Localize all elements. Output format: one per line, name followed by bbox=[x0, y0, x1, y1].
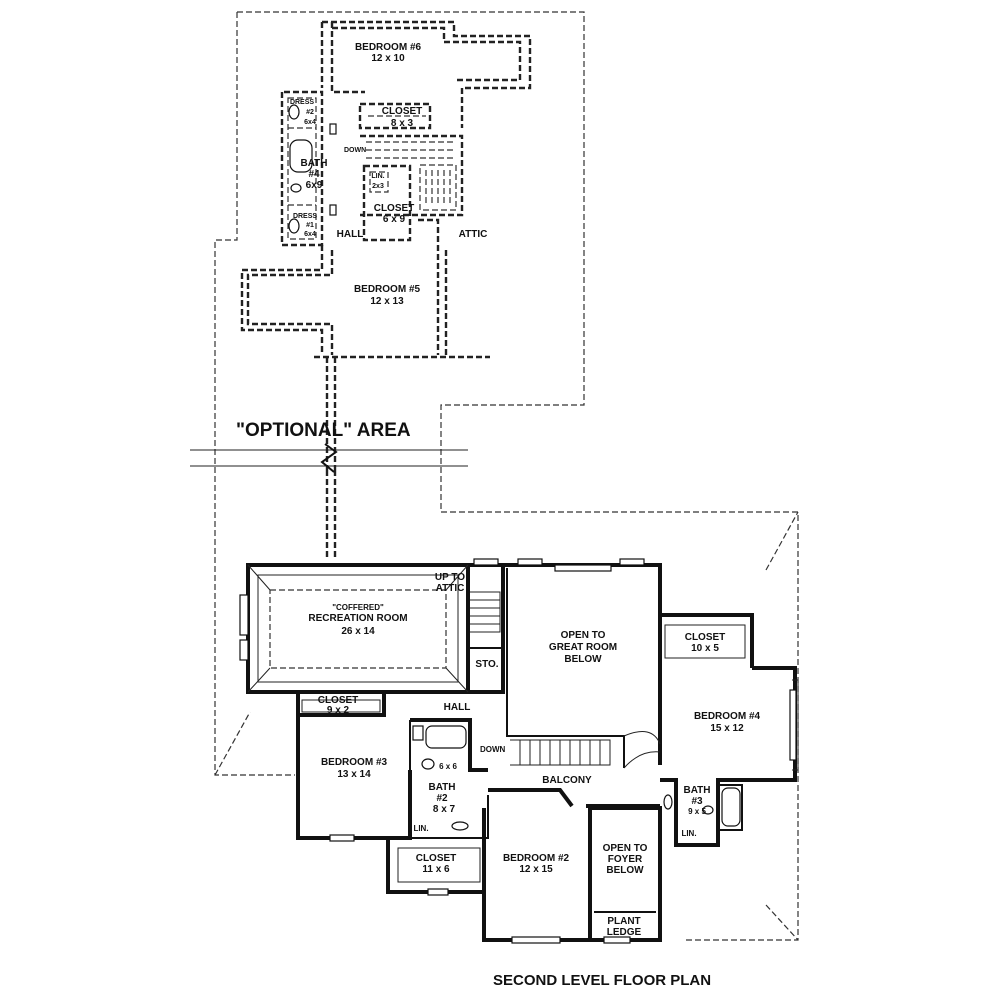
bedroom-4-label: BEDROOM #4 bbox=[694, 711, 761, 722]
plan-title: SECOND LEVEL FLOOR PLAN bbox=[493, 972, 711, 989]
bath-4-num: #4 bbox=[308, 169, 320, 180]
optional-area-labels: BEDROOM #6 12 x 10 DRESS #2 6x4 CLOSET 8… bbox=[236, 42, 487, 441]
foyer-line2: FOYER bbox=[608, 854, 643, 865]
optional-fixtures bbox=[288, 104, 337, 234]
balcony-down-label: DOWN bbox=[480, 745, 506, 754]
closet-9x2-label: CLOSET bbox=[318, 695, 359, 706]
storage-label: STO. bbox=[475, 659, 498, 670]
dress-1-num: #1 bbox=[306, 222, 314, 229]
main-floor-walls bbox=[246, 563, 799, 942]
dress-2-size: 6x4 bbox=[304, 119, 316, 126]
foyer-line3: BELOW bbox=[606, 865, 644, 876]
closet-11x6-label: CLOSET bbox=[416, 853, 457, 864]
bath-2-line1: BATH bbox=[428, 782, 455, 793]
closet-8x3-label: CLOSET bbox=[382, 106, 423, 117]
great-room-line2: GREAT ROOM bbox=[549, 642, 617, 653]
up-to-attic-line1: UP TO bbox=[435, 572, 465, 583]
bath-3-line1: BATH bbox=[683, 785, 710, 796]
closet-10x5-label: CLOSET bbox=[685, 632, 726, 643]
great-room-line1: OPEN TO bbox=[561, 630, 606, 641]
closet-8x3-size: 8 x 3 bbox=[391, 118, 414, 129]
recreation-room-size: 26 x 14 bbox=[341, 626, 375, 637]
closet-10x5-size: 10 x 5 bbox=[691, 643, 719, 654]
closet-6x9-label: CLOSET bbox=[374, 203, 415, 214]
attic-outline bbox=[214, 11, 799, 941]
optional-area-title: "OPTIONAL" AREA bbox=[236, 420, 411, 441]
dress-2-num: #2 bbox=[306, 109, 314, 116]
bath-2-size: 8 x 7 bbox=[433, 804, 456, 815]
plant-ledge-line1: PLANT bbox=[607, 916, 640, 927]
lin-label: LIN. bbox=[371, 173, 384, 180]
windows bbox=[239, 558, 797, 944]
closet-11x6-size: 11 x 6 bbox=[422, 864, 450, 875]
bedroom-6-size: 12 x 10 bbox=[371, 53, 405, 64]
lin-left-label: LIN. bbox=[413, 824, 428, 833]
bath-3-size: 9 x 5 bbox=[688, 807, 706, 816]
closet-9x2-size: 9 x 2 bbox=[327, 705, 350, 716]
bedroom-2-size: 12 x 15 bbox=[519, 864, 553, 875]
bath-2-line2: #2 bbox=[436, 793, 448, 804]
bedroom-3-size: 13 x 14 bbox=[337, 769, 371, 780]
bath-4-size: 6x9 bbox=[306, 180, 323, 191]
bedroom-3-label: BEDROOM #3 bbox=[321, 757, 388, 768]
dress-2-label: DRESS bbox=[290, 99, 314, 106]
attic-label: ATTIC bbox=[459, 229, 488, 240]
optional-area-walls bbox=[240, 20, 532, 560]
bedroom-5-label: BEDROOM #5 bbox=[354, 284, 421, 295]
bedroom-5-size: 12 x 13 bbox=[370, 296, 404, 307]
bedroom-4-size: 15 x 12 bbox=[710, 723, 744, 734]
optional-down-label: DOWN bbox=[344, 147, 366, 154]
recreation-room-line2: RECREATION ROOM bbox=[308, 613, 407, 624]
dress-1-size: 6x4 bbox=[304, 231, 316, 238]
hall-label: HALL bbox=[444, 702, 471, 713]
great-room-line3: BELOW bbox=[564, 654, 602, 665]
bedroom-6-label: BEDROOM #6 bbox=[355, 42, 422, 53]
balcony-label: BALCONY bbox=[542, 775, 592, 786]
lin-right-label: LIN. bbox=[681, 829, 696, 838]
main-floor-labels: UP TO ATTIC "COFFERED" RECREATION ROOM 2… bbox=[308, 572, 760, 989]
plant-ledge-line2: LEDGE bbox=[607, 927, 642, 938]
bath-2-tub-size: 6 x 6 bbox=[439, 762, 457, 771]
foyer-line1: OPEN TO bbox=[603, 843, 648, 854]
section-break-line bbox=[190, 443, 468, 473]
recreation-room-line1: "COFFERED" bbox=[332, 603, 384, 612]
bath-3-line2: #3 bbox=[691, 796, 703, 807]
dress-1-label: DRESS bbox=[293, 213, 317, 220]
closet-6x9-size: 6 x 9 bbox=[383, 214, 406, 225]
lin-size: 2x3 bbox=[372, 183, 384, 190]
up-to-attic-line2: ATTIC bbox=[436, 583, 465, 594]
optional-hall-label: HALL bbox=[337, 229, 364, 240]
bath-4-label: BATH bbox=[300, 158, 327, 169]
bedroom-2-label: BEDROOM #2 bbox=[503, 853, 570, 864]
